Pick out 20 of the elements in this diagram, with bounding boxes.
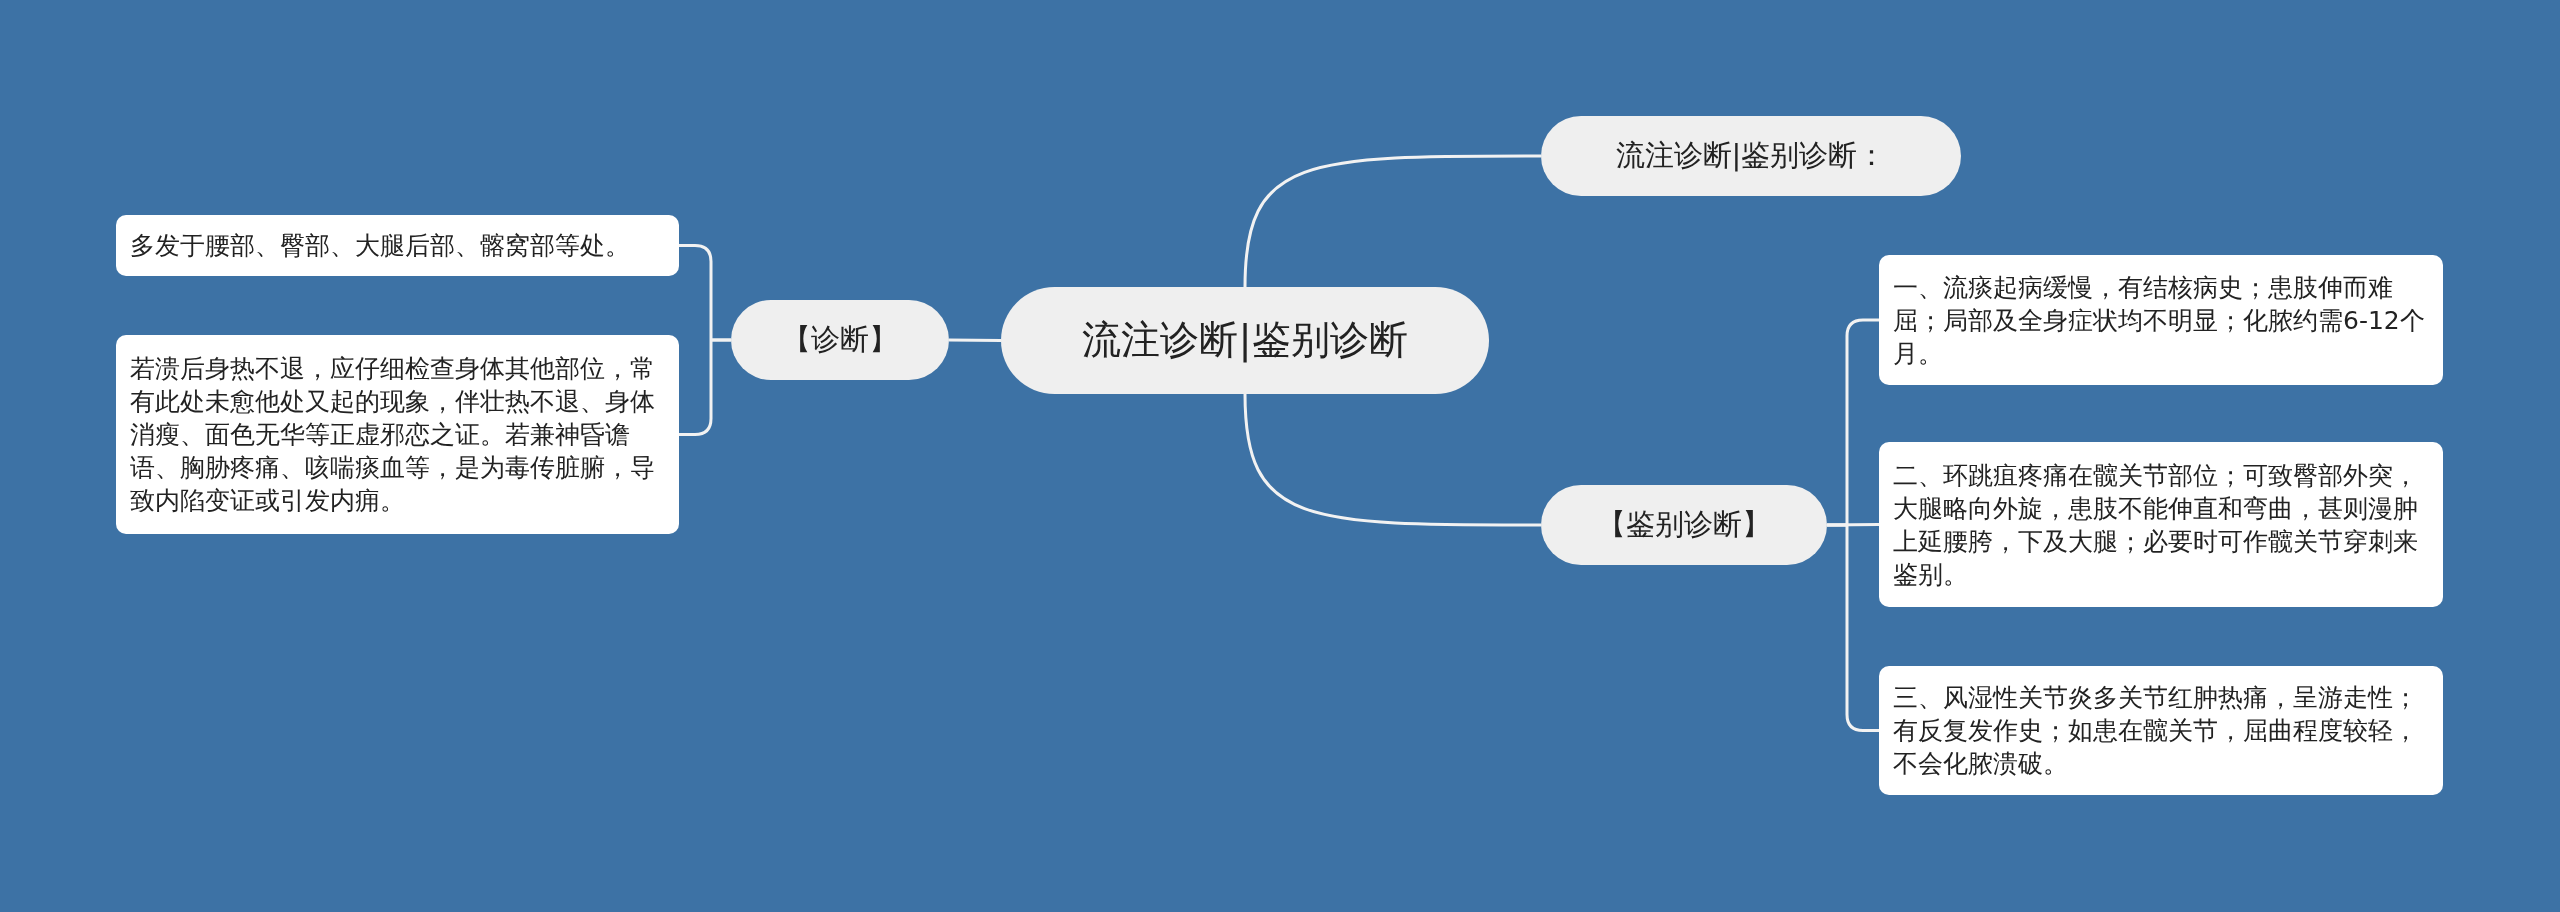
note-card	[1879, 255, 2443, 385]
connector-line	[677, 338, 733, 436]
note-card	[1879, 666, 2443, 795]
note-card	[1879, 442, 2443, 607]
topic-text: 二、环跳疽疼痛在髋关节部位；可致臀部外突，大腿略向外旋，患肢不能伸直和弯曲，甚则漫肿上延腰胯，下及大腿；必要时可作髋关节穿刺来鉴别。	[1893, 459, 2419, 591]
note-card	[116, 335, 679, 534]
topic-text: 流注诊断|鉴别诊断：	[1615, 137, 1887, 175]
topic-text: 流注诊断|鉴别诊断	[1082, 316, 1408, 365]
connector-line	[1243, 154, 1541, 288]
topic-text: 【鉴别诊断】	[1597, 506, 1771, 544]
connector-line	[1243, 393, 1541, 527]
topic-text: 一、流痰起病缓慢，有结核病史；患肢伸而难屈；局部及全身症状均不明显；化脓约需6-12个月。	[1893, 271, 2426, 370]
topic-text: 【诊断】	[782, 321, 898, 359]
connector-line	[949, 338, 1001, 342]
topic-text: 多发于腰部、臀部、大腿后部、髂窝部等处。	[130, 230, 630, 262]
topic-text: 若溃后身热不退，应仔细检查身体其他部位，常有此处未愈他处又起的现象，伴壮热不退、身体消瘦、面色无华等正虚邪恋之证。若兼神昏谵语、胸胁疼痛、咳喘痰血等，是为毒传脏腑，导致内陷变证或引发内痈。	[130, 353, 656, 517]
topic-text: 三、风湿性关节炎多关节红肿热痛，呈游走性；有反复发作史；如患在髋关节，屈曲程度较轻，不会化脓溃破。	[1893, 682, 2419, 780]
connector-line	[1827, 523, 1879, 527]
connector-line	[1825, 523, 1881, 732]
note-card	[116, 215, 679, 276]
